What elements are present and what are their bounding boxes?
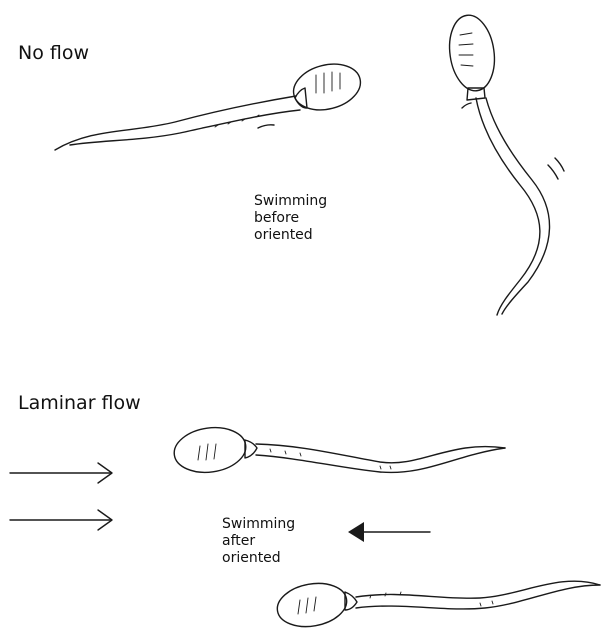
sperm-head (171, 423, 248, 477)
sperm-tail-upper (256, 444, 505, 463)
sperm-laminar-2 (274, 578, 600, 632)
flow-arrow-1 (10, 463, 112, 483)
sperm-tail-lower (356, 585, 600, 609)
sperm-motion-mark (258, 125, 274, 128)
sperm-head (289, 57, 366, 116)
flow-arrow-2 (10, 510, 112, 530)
sperm-tail-lower (70, 110, 300, 145)
sperm-head-hatching (198, 444, 216, 460)
sperm-head-hatching (459, 33, 473, 66)
swim-direction-arrow (348, 522, 430, 542)
sperm-head-hatching (298, 597, 316, 614)
sperm-no-flow-1 (55, 57, 365, 150)
sperm-motion-marks (462, 103, 564, 179)
sperm-midpiece-collar (245, 440, 257, 458)
sperm-head-hatching (316, 72, 340, 93)
sperm-no-flow-2 (445, 12, 564, 315)
sperm-tail-outer (476, 98, 540, 315)
sperm-tail-inner (486, 98, 550, 314)
sperm-head (274, 578, 350, 632)
sperm-laminar-1 (171, 423, 505, 477)
sperm-head (445, 12, 499, 93)
